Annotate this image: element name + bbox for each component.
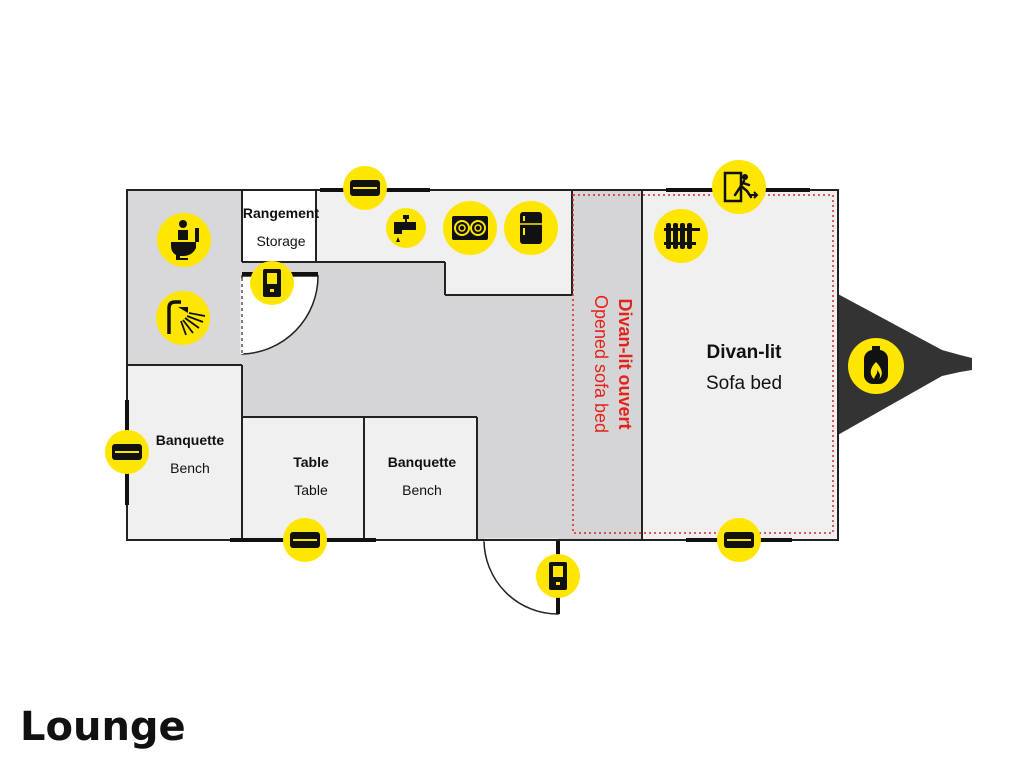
entrance-door-swing bbox=[483, 539, 559, 615]
storage-label-fr: Rangement bbox=[243, 205, 320, 221]
door-icon bbox=[536, 554, 580, 598]
window-icon bbox=[104, 429, 150, 475]
window-icon bbox=[716, 517, 762, 563]
page-title: Lounge bbox=[20, 704, 186, 750]
storage-label-en: Storage bbox=[256, 233, 305, 249]
sofa-extension bbox=[572, 190, 642, 540]
bench-middle-label-en: Bench bbox=[402, 482, 442, 498]
shower-icon bbox=[156, 291, 210, 345]
bench-left-label-fr: Banquette bbox=[156, 432, 225, 448]
bench-middle-label-fr: Banquette bbox=[388, 454, 457, 470]
kitchen-counter-lower bbox=[445, 262, 572, 295]
opened-sofa-bed-label: Divan-lit ouvert Opened sofa bed bbox=[591, 295, 635, 433]
window-icon bbox=[342, 165, 388, 211]
bench-left-label-en: Bench bbox=[170, 460, 210, 476]
outer-wall bbox=[126, 189, 839, 541]
aisle-floor bbox=[477, 417, 572, 540]
tow-hitch bbox=[836, 293, 972, 436]
emergency-exit-icon bbox=[712, 160, 766, 214]
opened-sofa-bed-outline bbox=[572, 194, 834, 534]
toilet-icon bbox=[157, 213, 211, 267]
window-icon bbox=[282, 517, 328, 563]
gas-bottle-icon bbox=[848, 338, 904, 394]
door-icon bbox=[250, 261, 294, 305]
storage-box bbox=[242, 190, 316, 262]
fridge-icon bbox=[504, 201, 558, 255]
heater-icon bbox=[654, 209, 708, 263]
sofa-bed-label-fr: Divan-lit bbox=[707, 342, 783, 363]
table-label-en: Table bbox=[294, 482, 328, 498]
stove-icon bbox=[443, 201, 497, 255]
bench-middle bbox=[364, 417, 477, 540]
faucet-icon bbox=[386, 208, 426, 248]
table-label-fr: Table bbox=[293, 454, 329, 470]
opened-sofa-bed-label-en: Opened sofa bed bbox=[591, 295, 611, 433]
sofa-bed-label-en: Sofa bed bbox=[706, 373, 782, 394]
opened-sofa-bed-label-fr: Divan-lit ouvert bbox=[615, 298, 635, 429]
